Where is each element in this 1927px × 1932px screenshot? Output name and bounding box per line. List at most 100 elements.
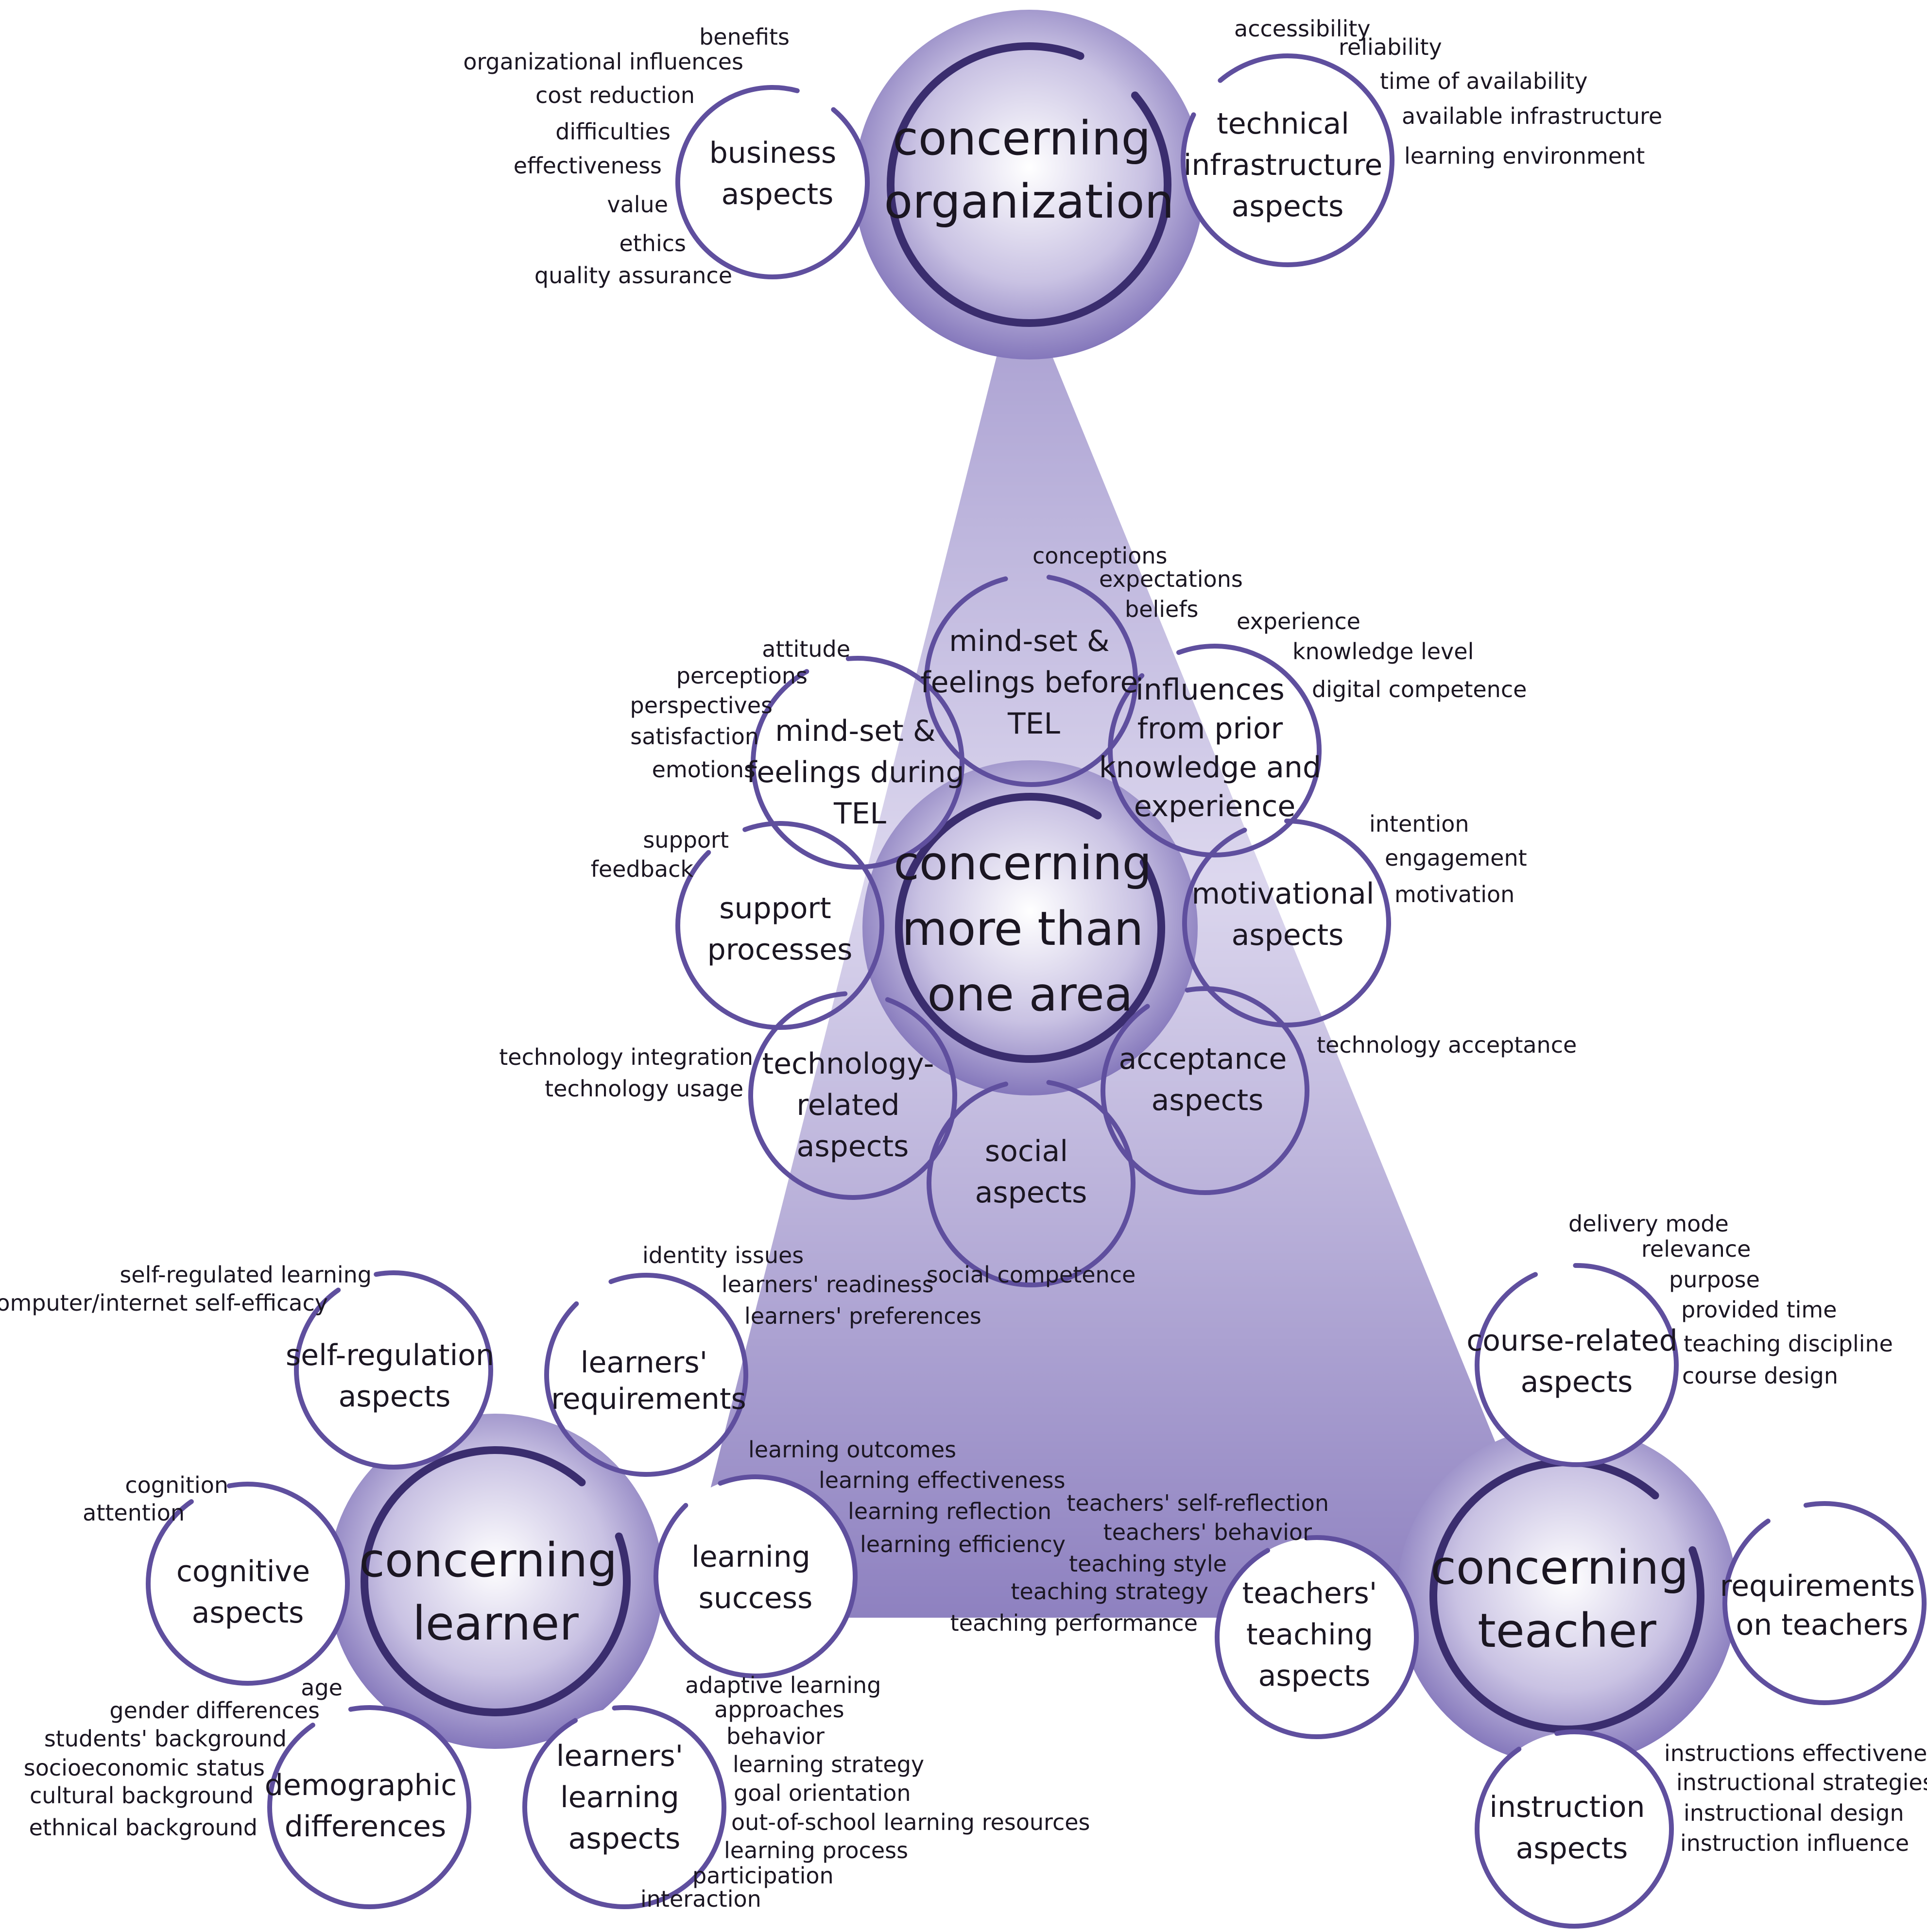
demographic-differences-label: demographic differences — [265, 1768, 466, 1844]
cognitive-aspects-disk — [148, 1484, 347, 1683]
leaf-business-4: effectiveness — [514, 153, 662, 179]
learning-success-label: learning success — [691, 1540, 820, 1615]
leaf-demographic-4: cultural background — [30, 1782, 254, 1809]
cognitive-aspects-label: cognitive aspects — [176, 1555, 319, 1630]
technology-related-aspects-ring — [748, 991, 957, 1200]
mindset-before-tel-ring — [924, 573, 1138, 787]
organization-hub-ring — [887, 42, 1171, 327]
leaf-business-1: organizational influences — [463, 49, 743, 75]
leaf-technical-0: accessibility — [1234, 16, 1371, 42]
course-related-aspects-label: course-related aspects — [1466, 1324, 1687, 1399]
hub-labels: concerning organization concerning more … — [359, 111, 1703, 1658]
leaf-teaching-2: teaching style — [1069, 1551, 1227, 1577]
leaf-instruction-1: instructional strategies — [1676, 1769, 1927, 1795]
technical-infrastructure-ring — [1181, 53, 1394, 267]
hub-backgrounds — [328, 10, 1737, 1766]
leaf-learning-8: interaction — [640, 1886, 761, 1912]
leaf-business-7: quality assurance — [534, 262, 732, 289]
more-than-one-area-hub-disk — [862, 760, 1198, 1095]
leaf-before-0: conceptions — [1032, 543, 1167, 569]
leaf-teaching-1: teachers' behavior — [1103, 1519, 1312, 1545]
leaf-course-0: delivery mode — [1568, 1211, 1729, 1237]
leaf-before-1: expectations — [1099, 566, 1243, 592]
leaf-teaching-0: teachers' self-reflection — [1067, 1490, 1329, 1516]
leaf-demographic-2: students' background — [44, 1726, 287, 1752]
support-processes-label: support processes — [707, 891, 853, 967]
instruction-aspects-label: instruction aspects — [1489, 1790, 1654, 1865]
leaf-requirements-1: learners' readiness — [722, 1271, 934, 1298]
self-regulation-aspects-label: self-regulation aspects — [286, 1338, 503, 1414]
leaf-success-2: learning reflection — [848, 1498, 1051, 1524]
leaf-demographic-3: socioeconomic status — [24, 1755, 265, 1781]
leaf-learning-0: adaptive learning — [685, 1672, 881, 1698]
teachers-teaching-disk — [1217, 1538, 1416, 1737]
leaf-learning-6: learning process — [724, 1837, 908, 1864]
requirements-on-teachers-ring — [1722, 1501, 1927, 1705]
mindset-during-tel-ring — [751, 656, 964, 870]
leaf-cognitive-1: attention — [83, 1500, 185, 1526]
teacher-hub-label: concerning teacher — [1430, 1540, 1703, 1658]
technology-related-aspects-label: technology- related aspects — [762, 1047, 944, 1163]
organization-hub-disk — [854, 10, 1204, 359]
support-processes-ring — [675, 821, 884, 1030]
requirements-on-teachers-disk — [1725, 1504, 1924, 1703]
learners-learning-aspects-label: learners' learning aspects — [556, 1739, 692, 1856]
leaf-demographic-5: ethnical background — [29, 1814, 258, 1841]
instruction-aspects-ring — [1475, 1729, 1674, 1929]
leaf-motivational-1: engagement — [1385, 845, 1527, 871]
leaf-cognitive-0: cognition — [125, 1472, 228, 1498]
leaf-business-2: cost reduction — [535, 82, 695, 108]
influences-prior-knowledge-label: influences from prior knowledge and expe… — [1099, 673, 1330, 823]
learner-hub-label: concerning learner — [359, 1533, 632, 1651]
teacher-hub-disk — [1397, 1426, 1737, 1766]
leaf-course-4: teaching discipline — [1684, 1331, 1893, 1357]
leaf-during-0: attitude — [762, 636, 850, 662]
leaf-prior-2: digital competence — [1312, 676, 1527, 702]
more-than-one-area-hub-ring — [895, 793, 1165, 1063]
leaf-success-0: learning outcomes — [748, 1436, 956, 1463]
business-aspects-disk — [678, 87, 867, 277]
instruction-aspects-disk — [1477, 1732, 1671, 1926]
leaf-during-2: perspectives — [630, 692, 773, 718]
leaf-success-3: learning efficiency — [860, 1531, 1066, 1557]
learners-requirements-label: learners' requirements — [551, 1346, 746, 1416]
leaf-business-0: benefits — [699, 24, 790, 50]
cognitive-aspects-ring — [146, 1482, 350, 1686]
leaf-learning-2: behavior — [726, 1723, 825, 1749]
acceptance-aspects-ring — [1101, 986, 1309, 1196]
leaf-learning-5: out-of-school learning resources — [731, 1809, 1090, 1835]
learners-learning-aspects-disk — [525, 1708, 724, 1907]
leaf-demographic-0: age — [301, 1675, 343, 1701]
leaf-business-5: value — [607, 191, 668, 218]
leaf-course-5: course design — [1682, 1363, 1838, 1389]
leaf-technical-4: learning environment — [1404, 143, 1645, 169]
influences-prior-knowledge-ring — [1108, 643, 1322, 857]
leaf-learning-7: participation — [692, 1863, 834, 1889]
business-aspects-label: business aspects — [709, 136, 846, 211]
leaf-business-3: difficulties — [555, 119, 671, 145]
social-aspects-ring — [927, 1078, 1136, 1287]
leaf-course-2: purpose — [1669, 1266, 1760, 1293]
leaf-course-3: provided time — [1681, 1297, 1837, 1323]
self-regulation-ring — [294, 1270, 493, 1470]
leaf-acceptance-0: technology acceptance — [1317, 1032, 1577, 1058]
motivational-aspects-label: motivational aspects — [1191, 877, 1383, 952]
mindset-during-tel-label: mind-set & feelings during TEL — [746, 714, 973, 831]
leaf-requirements-0: identity issues — [642, 1242, 804, 1268]
leaf-motivational-2: motivation — [1394, 881, 1514, 907]
learners-requirements-ring — [544, 1273, 748, 1477]
leaf-during-3: satisfaction — [630, 723, 759, 750]
sub-aspect-labels: business aspects technical infrastructur… — [176, 107, 1915, 1865]
demographic-differences-disk — [270, 1708, 469, 1907]
leaf-selfreg-1: computer/internet self-efficacy — [0, 1290, 328, 1316]
leaf-technology-0: technology integration — [499, 1044, 753, 1070]
self-regulation-disk — [296, 1273, 491, 1467]
leaf-selfreg-0: self-regulated learning — [120, 1262, 372, 1288]
leaf-teaching-4: teaching performance — [950, 1610, 1198, 1636]
acceptance-aspects-label: acceptance aspects — [1118, 1042, 1296, 1117]
learner-hub-disk — [328, 1414, 663, 1749]
social-aspects-label: social aspects — [975, 1134, 1087, 1210]
learners-learning-aspects-ring — [522, 1705, 726, 1910]
